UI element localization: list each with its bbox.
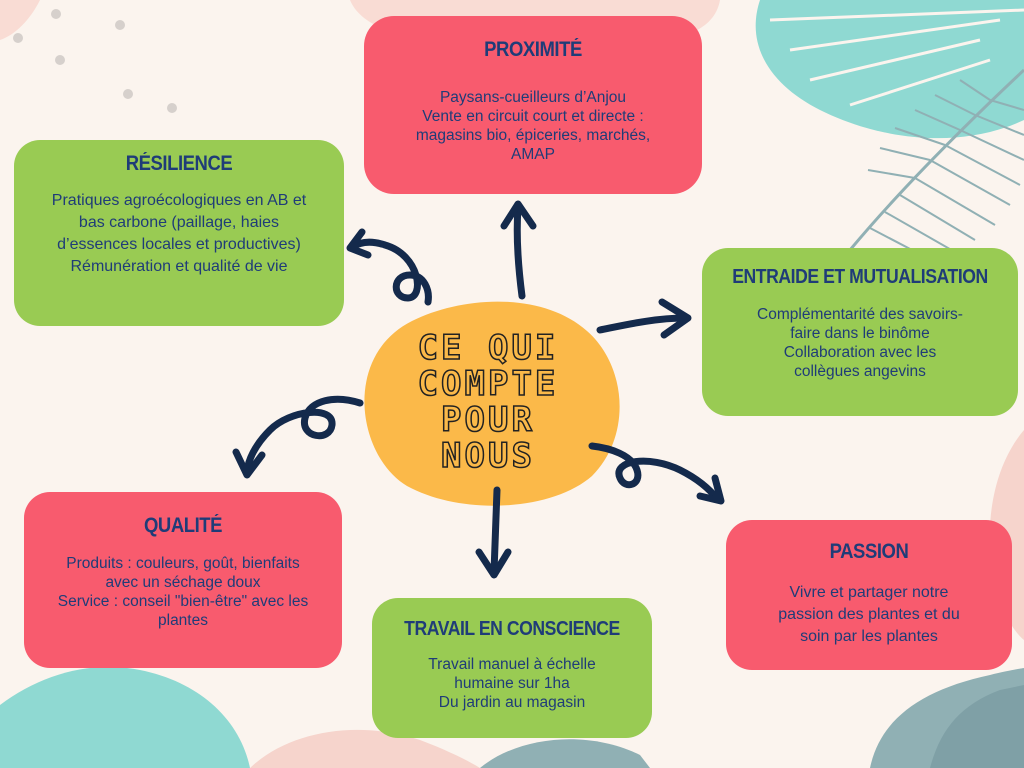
- card-line: avec un séchage doux: [105, 574, 261, 591]
- card-body: Travail manuel à échelle humaine sur 1ha…: [372, 655, 652, 712]
- card-line: passion des plantes et du: [778, 606, 960, 623]
- central-theme: CE QUI COMPTE POUR NOUS: [352, 296, 624, 508]
- card-title: ENTRAIDE ET MUTUALISATION: [732, 266, 988, 288]
- card-entraide: ENTRAIDE ET MUTUALISATION Complémentarit…: [702, 248, 1018, 416]
- central-title: CE QUI COMPTE POUR NOUS: [352, 328, 624, 476]
- card-line: Du jardin au magasin: [438, 694, 586, 711]
- card-line: collègues angevins: [794, 363, 926, 380]
- card-body: Paysans-cueilleurs d’Anjou Vente en circ…: [364, 88, 702, 164]
- central-title-line: COMPTE: [417, 364, 559, 404]
- card-travail: TRAVAIL EN CONSCIENCE Travail manuel à é…: [372, 598, 652, 738]
- teal-leaf-top-right: [755, 0, 1024, 139]
- central-blob: [364, 301, 620, 506]
- teal-blob-bottom-left: [0, 666, 250, 768]
- card-line: Service : conseil "bien-être" avec les: [57, 593, 309, 610]
- card-title: PROXIMITÉ: [484, 38, 582, 61]
- card-body: Pratiques agroécologiques en AB et bas c…: [14, 190, 344, 278]
- peach-blob-top-left: [0, 0, 40, 40]
- card-title: QUALITÉ: [143, 514, 223, 537]
- card-title: PASSION: [829, 540, 909, 563]
- leaf-veins: [769, 8, 1024, 107]
- card-line: plantes: [158, 612, 208, 629]
- card-passion: PASSION Vivre et partager notre passion …: [726, 520, 1012, 670]
- card-body: Complémentarité des savoirs- faire dans …: [702, 305, 1018, 381]
- card-line: Pratiques agroécologiques en AB et: [51, 192, 307, 209]
- card-qualite: QUALITÉ Produits : couleurs, goût, bienf…: [24, 492, 342, 668]
- slate-leaf-bottom-right-2: [930, 685, 1024, 768]
- card-line: Paysans-cueilleurs d’Anjou: [439, 89, 627, 106]
- card-line: Collaboration avec les: [783, 344, 937, 361]
- central-title-line: CE QUI: [417, 328, 559, 368]
- card-line: Complémentarité des savoirs-: [757, 306, 963, 323]
- card-title: RÉSILIENCE: [125, 152, 233, 175]
- card-line: faire dans le binôme: [790, 325, 930, 342]
- slate-leaf-bottom-center: [480, 739, 650, 768]
- central-title-line: POUR: [440, 400, 535, 440]
- card-line: Vivre et partager notre: [789, 584, 949, 601]
- central-title-line: NOUS: [440, 436, 535, 476]
- card-line: humaine sur 1ha: [454, 675, 570, 692]
- card-resilience: RÉSILIENCE Pratiques agroécologiques en …: [14, 140, 344, 326]
- card-proximite: PROXIMITÉ Paysans-cueilleurs d’Anjou Ven…: [364, 16, 702, 194]
- card-line: Produits : couleurs, goût, bienfaits: [66, 555, 300, 572]
- card-line: AMAP: [511, 146, 555, 163]
- card-title: TRAVAIL EN CONSCIENCE: [404, 618, 620, 640]
- peach-blob-bottom: [250, 729, 480, 768]
- card-line: Rémunération et qualité de vie: [70, 258, 288, 275]
- card-body: Produits : couleurs, goût, bienfaits ave…: [24, 554, 342, 630]
- card-line: soin par les plantes: [800, 628, 938, 645]
- dots-top-left: [13, 9, 177, 113]
- card-line: d’essences locales et productives): [57, 236, 301, 253]
- card-line: bas carbone (paillage, haies: [78, 214, 280, 231]
- card-line: Vente en circuit court et directe :: [422, 108, 644, 125]
- card-body: Vivre et partager notre passion des plan…: [726, 582, 1012, 648]
- card-line: magasins bio, épiceries, marchés,: [415, 127, 651, 144]
- card-line: Travail manuel à échelle: [428, 656, 596, 673]
